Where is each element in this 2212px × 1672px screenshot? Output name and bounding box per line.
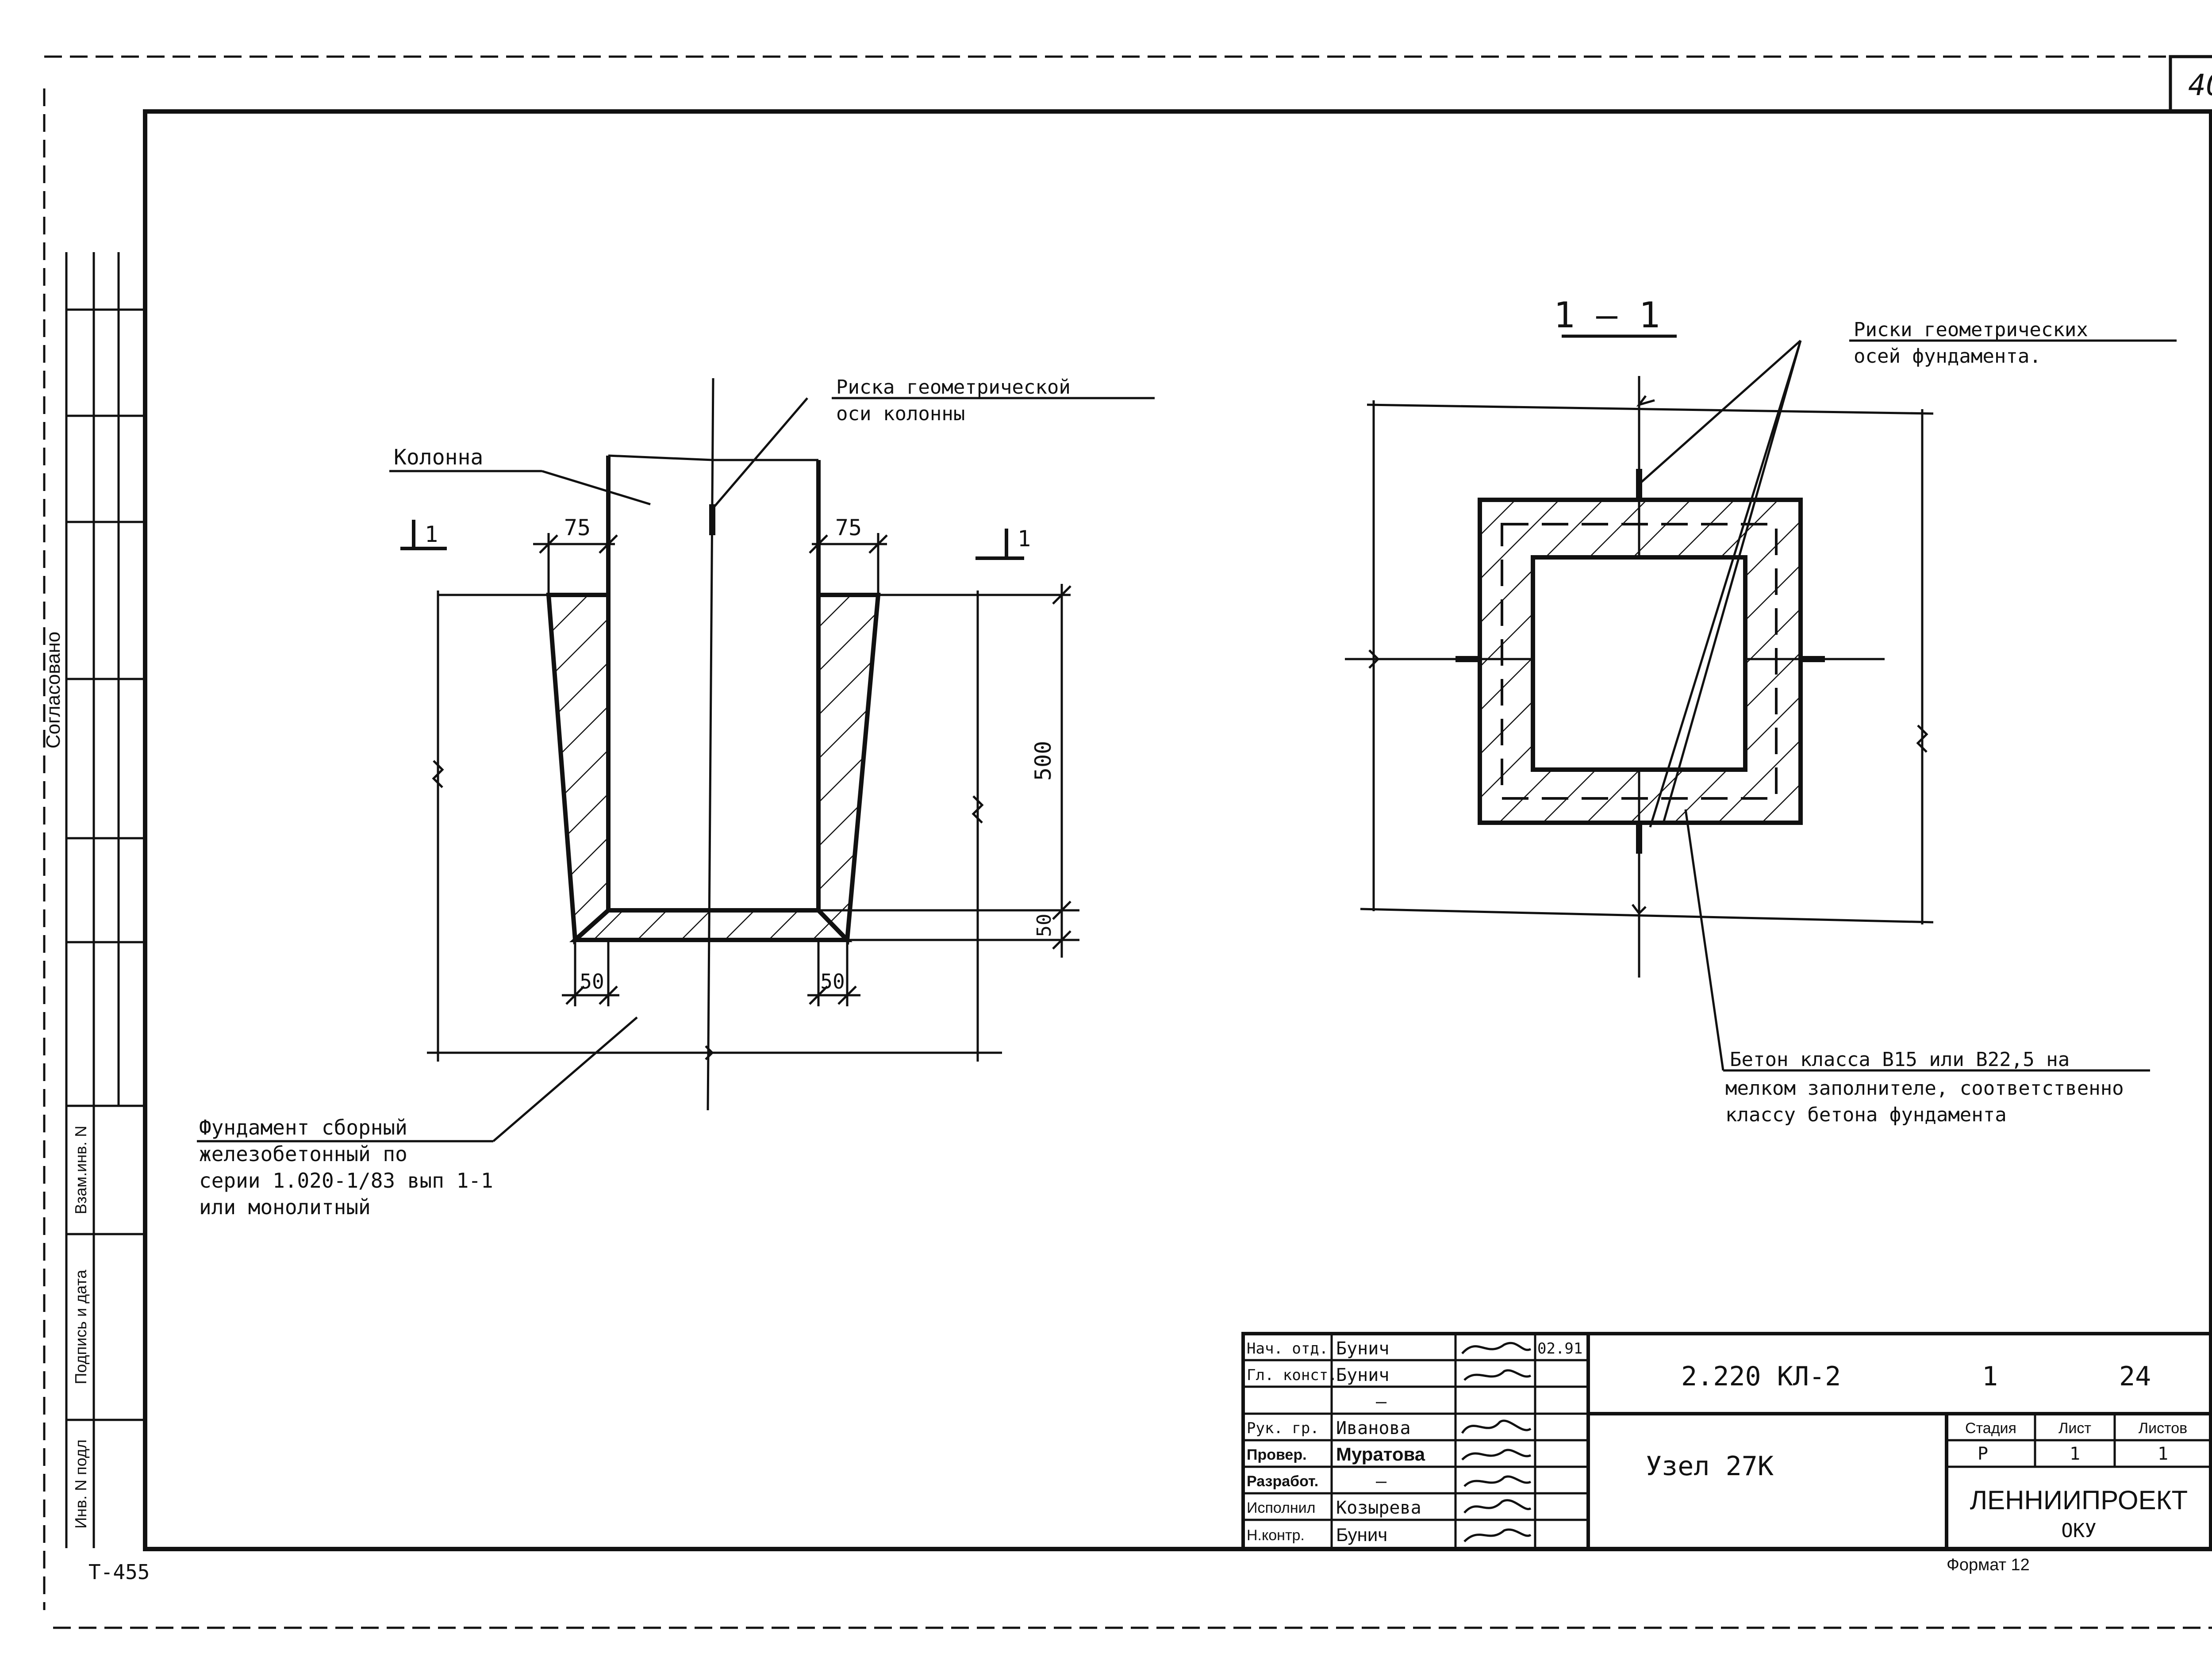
- foundation-wall-left: [546, 593, 611, 945]
- grout-ring: [1480, 500, 1801, 823]
- sheets-header: Листов: [2139, 1420, 2187, 1437]
- tb-role-5: Разработ.: [1247, 1473, 1318, 1490]
- socket-outline-plan: [1531, 555, 1747, 772]
- tb-name-1: Бунич: [1336, 1365, 1389, 1385]
- foundation-extents: [427, 591, 1002, 1062]
- organization: ЛЕННИИПРОЕКТ: [1970, 1485, 2188, 1515]
- tb-role-1: Гл. конст.: [1247, 1366, 1337, 1384]
- sheets-value: 1: [2158, 1444, 2168, 1464]
- tb-role-0: Нач. отд.: [1247, 1340, 1328, 1358]
- stage-header: Стадия: [1965, 1420, 2016, 1437]
- section-title: 1 — 1: [1554, 295, 1660, 336]
- tb-name-7: Бунич: [1336, 1524, 1387, 1545]
- column-dashed-outline: [1501, 523, 1778, 800]
- drawing-title: Узел 27К: [1646, 1451, 1774, 1482]
- dimension-75-right: [809, 533, 888, 595]
- format-label: Формат 12: [1947, 1556, 2030, 1574]
- page-number-box: 40: [2169, 55, 2212, 113]
- dimension-75-left-label: 75: [564, 515, 591, 541]
- stage-value: Р: [1978, 1444, 1988, 1464]
- dimension-50-left: [562, 940, 619, 1006]
- tb-date-0: 02.91: [1537, 1340, 1582, 1358]
- concrete-note-line2: мелком заполнителе, соответственно: [1725, 1077, 2124, 1100]
- dimension-50-right-label: 50: [820, 970, 845, 993]
- tb-name-5: —: [1376, 1471, 1387, 1492]
- dimension-500: [818, 584, 1079, 958]
- foundation-note-line2: железобетонный по: [199, 1142, 407, 1166]
- column-axis: [707, 378, 714, 1111]
- agreed-label: Согласовано: [42, 632, 64, 749]
- dimension-50-left-label: 50: [580, 970, 604, 993]
- cut-mark-left-label: 1: [425, 522, 438, 547]
- tb-name-6: Козырева: [1336, 1498, 1421, 1518]
- department: ОКУ: [2061, 1519, 2096, 1542]
- concrete-note-line1: Бетон класса В15 или В22,5 на: [1730, 1048, 2070, 1071]
- dimension-75-right-label: 75: [835, 515, 862, 541]
- foundation-note-line1: Фундамент сборный: [199, 1116, 407, 1139]
- page-number: 40: [2188, 68, 2212, 102]
- document-code: 2.220 КЛ-2: [1681, 1361, 1841, 1392]
- tb-role-4: Провер.: [1247, 1446, 1307, 1463]
- tb-role-6: Исполнил: [1247, 1499, 1315, 1516]
- foundation-note-line4: или монолитный: [199, 1195, 371, 1219]
- inv-replacement-label: Взам.инв. N: [72, 1126, 90, 1214]
- plan-section-drawing: 1 — 1: [1345, 295, 2177, 1126]
- dimension-50-bottom-label: 50: [1033, 914, 1056, 937]
- trim-border: [43, 55, 2212, 1629]
- sheet-header: Лист: [2058, 1420, 2091, 1437]
- stamp-text: Т-455: [88, 1560, 150, 1584]
- axes-note-line1: Риски геометрических: [1854, 318, 2088, 341]
- inv-original-label: Инв. N подл: [72, 1439, 90, 1529]
- drawing-frame: [143, 109, 2212, 1551]
- foundation-note-line3: серии 1.020-1/83 вып 1-1: [199, 1169, 493, 1193]
- tb-name-4: Муратова: [1336, 1444, 1425, 1465]
- axes-note-line2: осей фундамента.: [1854, 345, 2041, 368]
- dimension-500-label: 500: [1030, 741, 1056, 781]
- tb-role-3: Рук. гр.: [1247, 1419, 1319, 1437]
- tb-role-7: Н.контр.: [1247, 1527, 1305, 1544]
- cut-mark-right-label: 1: [1018, 526, 1031, 552]
- tb-name-2: —: [1376, 1392, 1387, 1412]
- axis-note-line2: оси колонны: [836, 403, 965, 425]
- title-block: Нач. отд. Бунич 02.91 Гл. конст. Бунич —…: [1241, 1332, 2212, 1551]
- tb-name-0: Бунич: [1336, 1338, 1389, 1359]
- foundation-wall-right: [816, 593, 881, 945]
- signatures: [1461, 1342, 1532, 1542]
- sign-date-label: Подпись и дата: [72, 1269, 90, 1384]
- issue-number: 1: [1982, 1361, 1998, 1392]
- side-strip: Согласовано Взам.инв. N Подпись и дата И…: [42, 252, 145, 1548]
- vertical-section-drawing: 500 50 75 75 50: [197, 376, 1155, 1219]
- cut-mark-left: [400, 520, 447, 550]
- concrete-note-line3: классу бетона фундамента: [1725, 1104, 2007, 1126]
- tb-name-3: Иванова: [1336, 1418, 1411, 1438]
- dimension-75-left: [533, 533, 618, 595]
- sheet-value: 1: [2070, 1444, 2080, 1464]
- foundation-bottom: [569, 908, 853, 942]
- axis-note-line1: Риска геометрической: [836, 376, 1071, 399]
- column-label: Колонна: [394, 445, 483, 470]
- dimension-50-right: [807, 940, 860, 1006]
- sheet-count-top: 24: [2119, 1361, 2151, 1392]
- cut-mark-right: [975, 529, 1024, 560]
